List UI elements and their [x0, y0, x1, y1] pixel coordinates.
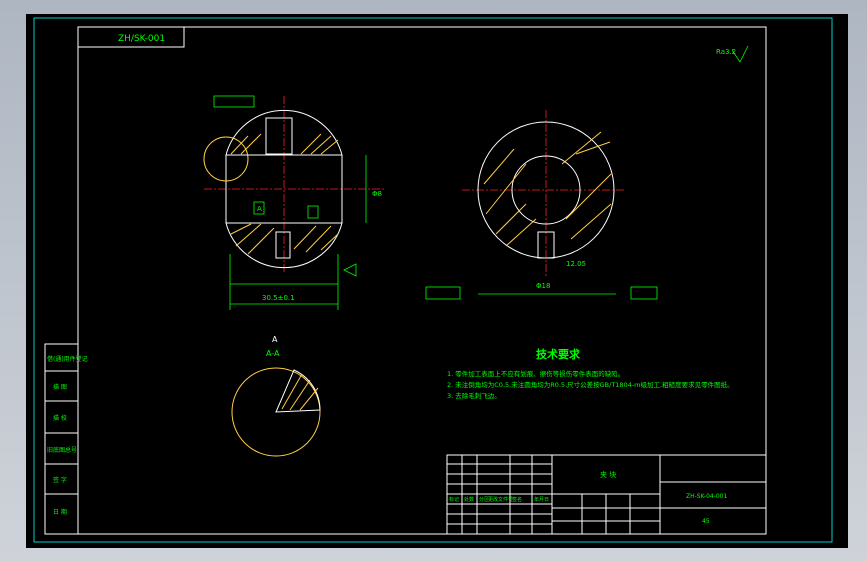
datum-ref: A [257, 205, 262, 213]
tb-field-5: 签名 [512, 496, 522, 503]
tb-field-2: 处数 [464, 496, 474, 503]
dim-height: Φ8 [372, 190, 382, 198]
stamp-label: ZH/SK-001 [118, 34, 165, 44]
tech-title: 技术要求 [536, 347, 581, 361]
title-block-name: 夹 块 [600, 470, 616, 479]
roughness-label: Ra3.2 [716, 48, 736, 56]
drawing-svg: ZH/SK-001 Ra3.2 30.5±0.1 Φ8 A [33, 17, 833, 543]
tb-field-4: 更改文件号 [488, 496, 513, 503]
side-view: Φ18 12.05 [425, 110, 658, 300]
tb-field-1: 标记 [449, 496, 459, 503]
title-block-code: ZH-SK-04-001 [686, 493, 728, 500]
tb-field-6: 年月日 [534, 496, 549, 503]
stamp-box [77, 26, 185, 48]
left-label-3: 描 校 [53, 414, 67, 422]
dim-hole-dia: Φ18 [536, 282, 550, 290]
left-label-1: 借(通)用件登记 [47, 355, 88, 363]
title-block-material: 45 [702, 518, 710, 525]
roughness-symbol-icon [731, 45, 749, 63]
tech-note-2: 2. 未注倒角均为C0.5,未注圆角均为R0.5,尺寸公差按GB/T1804-m… [447, 380, 734, 389]
title-block: 夹 块 ZH-SK-04-001 45 标记 处数 分区 更改文件号 签名 年月… [446, 454, 767, 535]
drawing-canvas[interactable]: ZH/SK-001 Ra3.2 30.5±0.1 Φ8 A [26, 14, 848, 548]
section-label: A-A [266, 349, 280, 358]
outer-border [33, 17, 833, 543]
section-marker: A [272, 335, 278, 344]
tech-note-3: 3. 去除毛刺飞边。 [447, 391, 501, 400]
tb-field-3: 分区 [479, 496, 489, 503]
dim-overall-width: 30.5±0.1 [262, 294, 295, 302]
tech-note-1: 1. 零件加工表面上不应有划痕、擦伤等损伤零件表面的缺陷。 [447, 369, 624, 378]
left-label-6: 日 期 [53, 508, 67, 516]
left-label-4: 旧底图总号 [47, 446, 77, 454]
dim-slot-width: 12.05 [566, 260, 586, 268]
inner-border [77, 26, 767, 535]
detail-circle [203, 136, 249, 182]
left-sign-block: 借(通)用件登记 描 图 描 校 旧底图总号 签 字 日 期 [44, 343, 88, 535]
left-label-5: 签 字 [53, 476, 67, 484]
section-view: A A-A [231, 335, 321, 457]
left-label-2: 描 图 [53, 383, 67, 391]
front-view: 30.5±0.1 Φ8 A [203, 95, 386, 310]
